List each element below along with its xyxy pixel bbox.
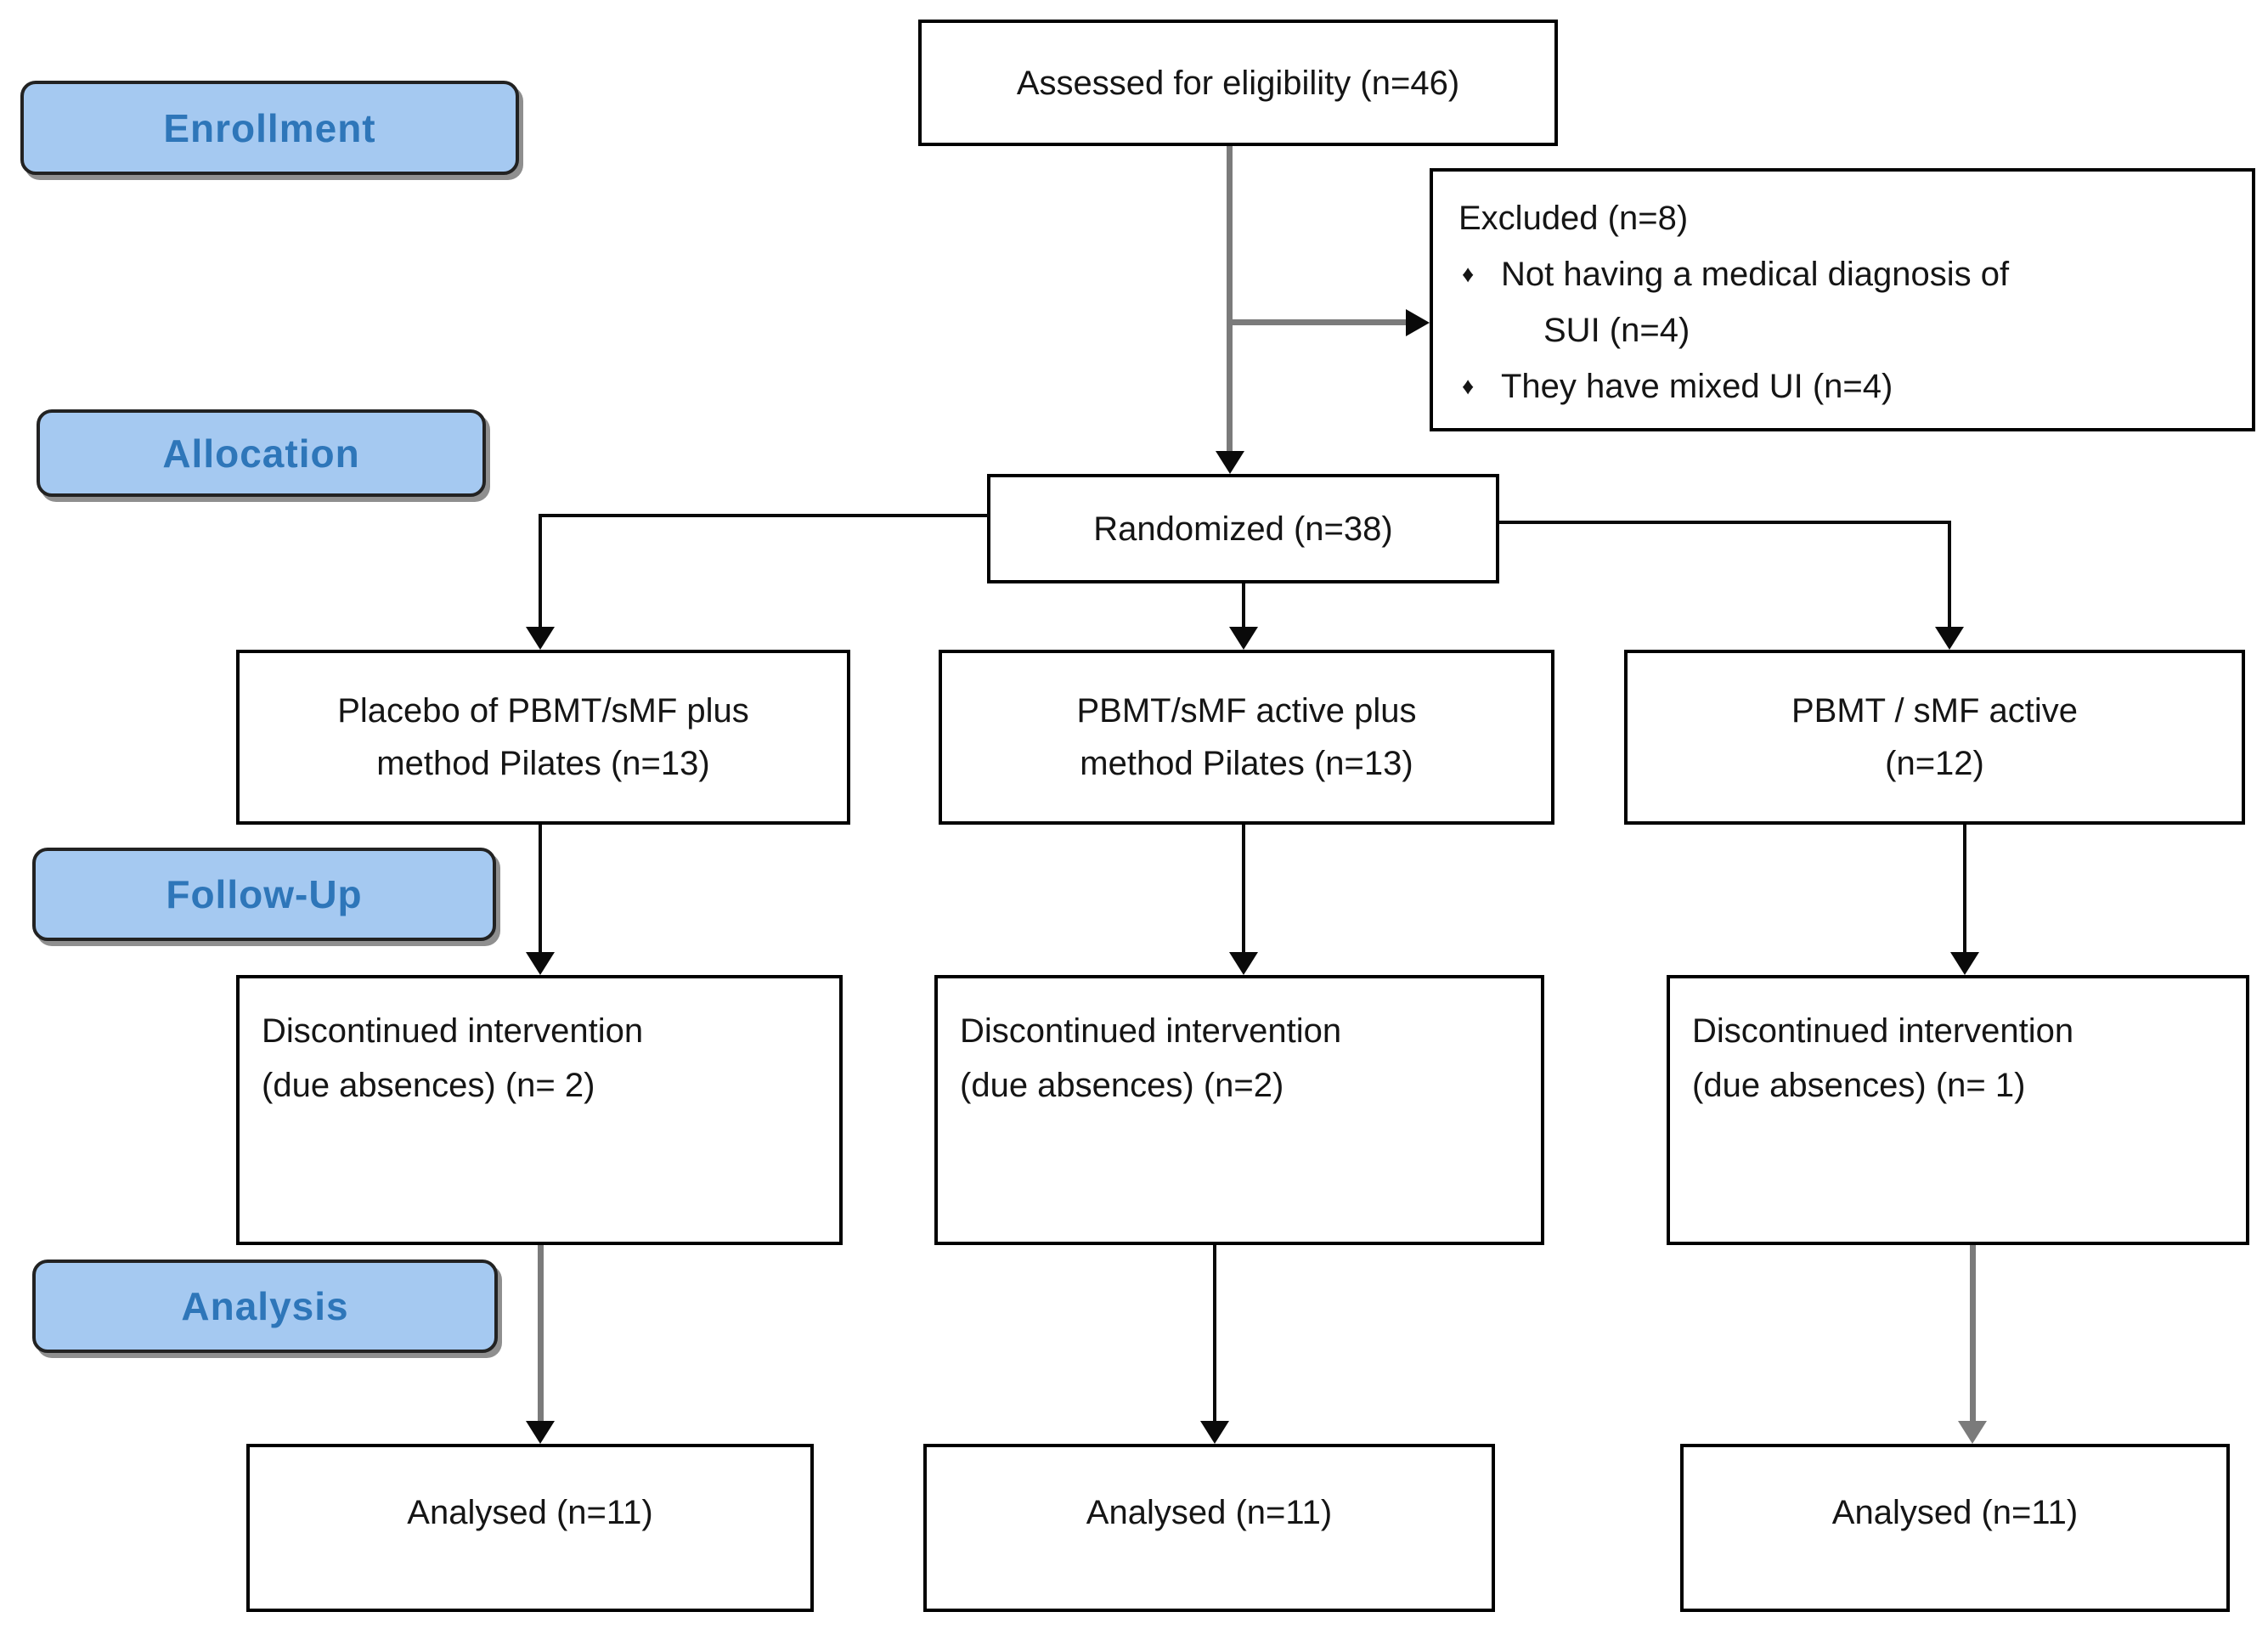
diamond-bullet-icon: ♦ [1462, 373, 1475, 399]
connector-arm-left-to-discontinued [539, 825, 542, 955]
stage-badge-allocation: Allocation [37, 409, 486, 497]
arrowhead-into-analysed-left [526, 1421, 555, 1444]
randomized-box: Randomized (n=38) [987, 474, 1499, 583]
analysed-box-active-pilates: Analysed (n=11) [923, 1444, 1495, 1612]
connector-to-excluded [1230, 319, 1406, 325]
excluded-bullet-1-line-1: Not having a medical diagnosis of [1501, 256, 2010, 293]
connector-discontinued-middle-to-analysed [1213, 1245, 1216, 1423]
connector-assessed-to-randomized [1227, 146, 1233, 454]
discontinued-box-active-only: Discontinued intervention (due absences)… [1667, 975, 2249, 1245]
stage-badge-follow-up-label: Follow-Up [166, 872, 363, 916]
arm-active-only-line-1: PBMT / sMF active [1791, 692, 2079, 730]
excluded-bullet-2: ♦ They have mixed UI (n=4) [1458, 358, 2231, 414]
arm-box-placebo-pilates: Placebo of PBMT/sMF plus method Pilates … [236, 650, 850, 825]
arrowhead-into-excluded [1406, 309, 1430, 336]
arm-active-only-line-2: (n=12) [1885, 745, 1984, 782]
analysed-box-placebo: Analysed (n=11) [246, 1444, 814, 1612]
discontinued-active-only-line-2: (due absences) (n= 1) [1692, 1067, 2026, 1104]
connector-arm-right-to-discontinued [1963, 825, 1966, 955]
connector-randomized-to-arm-right-v [1948, 521, 1951, 628]
connector-randomized-to-arm-right-h [1499, 521, 1951, 524]
excluded-box: Excluded (n=8) ♦ Not having a medical di… [1430, 168, 2255, 431]
arm-placebo-line-2: method Pilates (n=13) [376, 745, 710, 782]
arrowhead-into-randomized [1216, 451, 1244, 474]
arm-active-pilates-line-1: PBMT/sMF active plus [1076, 692, 1417, 730]
arm-box-active-only: PBMT / sMF active (n=12) [1624, 650, 2245, 825]
excluded-title: Excluded (n=8) [1458, 200, 1689, 237]
excluded-bullet-2-line-1: They have mixed UI (n=4) [1501, 368, 1893, 405]
arm-active-pilates-line-2: method Pilates (n=13) [1080, 745, 1413, 782]
arm-placebo-line-1: Placebo of PBMT/sMF plus [337, 692, 749, 730]
connector-discontinued-right-to-analysed [1970, 1245, 1976, 1423]
discontinued-box-placebo: Discontinued intervention (due absences)… [236, 975, 843, 1245]
stage-badge-enrollment: Enrollment [20, 81, 519, 175]
discontinued-active-pilates-line-2: (due absences) (n=2) [960, 1067, 1284, 1104]
arrowhead-into-discontinued-left [526, 952, 555, 975]
connector-randomized-to-arm-left-v [539, 514, 542, 628]
analysed-box-active-only: Analysed (n=11) [1680, 1444, 2230, 1612]
discontinued-active-only-line-1: Discontinued intervention [1692, 1012, 2074, 1050]
arrowhead-into-analysed-middle [1200, 1421, 1229, 1444]
connector-randomized-to-arm-left-h [539, 514, 989, 517]
arrowhead-into-analysed-right [1958, 1421, 1987, 1444]
connector-discontinued-left-to-analysed [538, 1245, 544, 1423]
discontinued-active-pilates-line-1: Discontinued intervention [960, 1012, 1342, 1050]
stage-badge-allocation-label: Allocation [162, 431, 360, 476]
analysed-active-pilates-text: Analysed (n=11) [1086, 1494, 1333, 1531]
assessed-box: Assessed for eligibility (n=46) [918, 20, 1558, 146]
analysed-active-only-text: Analysed (n=11) [1831, 1494, 2079, 1531]
discontinued-placebo-line-2: (due absences) (n= 2) [262, 1067, 595, 1104]
analysed-placebo-text: Analysed (n=11) [407, 1494, 653, 1531]
arrowhead-into-discontinued-middle [1229, 952, 1258, 975]
randomized-text: Randomized (n=38) [1093, 510, 1393, 548]
arrowhead-into-arm-left [526, 627, 555, 650]
arrowhead-into-arm-right [1935, 627, 1964, 650]
arm-box-active-pilates: PBMT/sMF active plus method Pilates (n=1… [939, 650, 1554, 825]
assessed-text: Assessed for eligibility (n=46) [1016, 64, 1460, 102]
connector-arm-middle-to-discontinued [1242, 825, 1245, 955]
arrowhead-into-discontinued-right [1950, 952, 1979, 975]
stage-badge-enrollment-label: Enrollment [163, 105, 376, 150]
stage-badge-analysis-label: Analysis [181, 1284, 349, 1328]
diamond-bullet-icon: ♦ [1462, 261, 1475, 287]
stage-badge-analysis: Analysis [32, 1260, 498, 1353]
discontinued-box-active-pilates: Discontinued intervention (due absences)… [934, 975, 1544, 1245]
excluded-bullet-1-line-2: SUI (n=4) [1543, 312, 1690, 349]
excluded-bullet-1: ♦ Not having a medical diagnosis of SUI … [1458, 246, 2231, 358]
discontinued-placebo-line-1: Discontinued intervention [262, 1012, 644, 1050]
stage-badge-follow-up: Follow-Up [32, 848, 496, 941]
connector-randomized-to-arm-middle [1242, 583, 1245, 628]
arrowhead-into-arm-middle [1229, 627, 1258, 650]
